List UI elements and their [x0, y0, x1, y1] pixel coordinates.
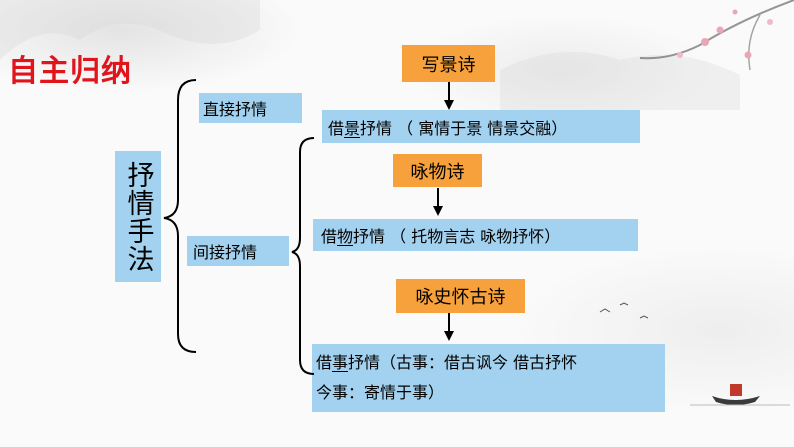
object-method-post: 抒情 （ 托物言志 咏物抒怀） — [353, 227, 561, 246]
arrow-scene — [444, 82, 454, 110]
scene-method-pre: 借 — [328, 118, 345, 138]
history-method-pre: 借 — [316, 353, 333, 372]
main-category-label: 抒情手法 — [115, 151, 161, 282]
history-method-post: 抒情（古事：借古讽今 借古抒怀 — [348, 353, 578, 372]
scene-poem-method-box: 借景抒情 （ 寓情于景 情景交融） — [322, 110, 640, 143]
history-poem-header-label: 咏史怀古诗 — [415, 287, 506, 308]
history-method-line2: 今事：寄情于事） — [316, 383, 445, 402]
direct-lyric-box: 直接抒情 — [199, 93, 302, 123]
scene-method-text: 借景抒情 （ 寓情于景 情景交融） — [328, 115, 567, 139]
object-poem-header: 咏物诗 — [393, 154, 482, 187]
page-title: 自主归纳 — [8, 54, 132, 89]
main-brace — [163, 79, 197, 353]
scene-method-post: 抒情 （ 寓情于景 情景交融） — [360, 118, 568, 138]
indirect-brace — [291, 137, 315, 375]
object-poem-method-box: 借物抒情 （ 托物言志 咏物抒怀） — [313, 219, 638, 251]
indirect-lyric-label: 间接抒情 — [193, 243, 258, 262]
scene-poem-header: 写景诗 — [402, 45, 495, 82]
scene-poem-header-label: 写景诗 — [421, 54, 476, 76]
history-poem-method-box: 借事抒情（古事：借古讽今 借古抒怀 今事：寄情于事） — [312, 344, 665, 412]
direct-lyric-label: 直接抒情 — [203, 100, 268, 119]
scene-method-key: 景 — [344, 118, 361, 138]
history-method-line1: 借事抒情（古事：借古讽今 借古抒怀 — [316, 348, 577, 378]
object-poem-header-label: 咏物诗 — [410, 161, 465, 183]
arrow-object — [433, 188, 443, 216]
object-method-text: 借物抒情 （ 托物言志 咏物抒怀） — [321, 223, 560, 247]
object-method-pre: 借 — [321, 227, 338, 246]
history-poem-header: 咏史怀古诗 — [396, 279, 525, 313]
history-method-key: 事 — [332, 353, 349, 372]
object-method-key: 物 — [337, 227, 354, 246]
indirect-lyric-box: 间接抒情 — [187, 236, 289, 266]
arrow-history — [444, 313, 454, 341]
